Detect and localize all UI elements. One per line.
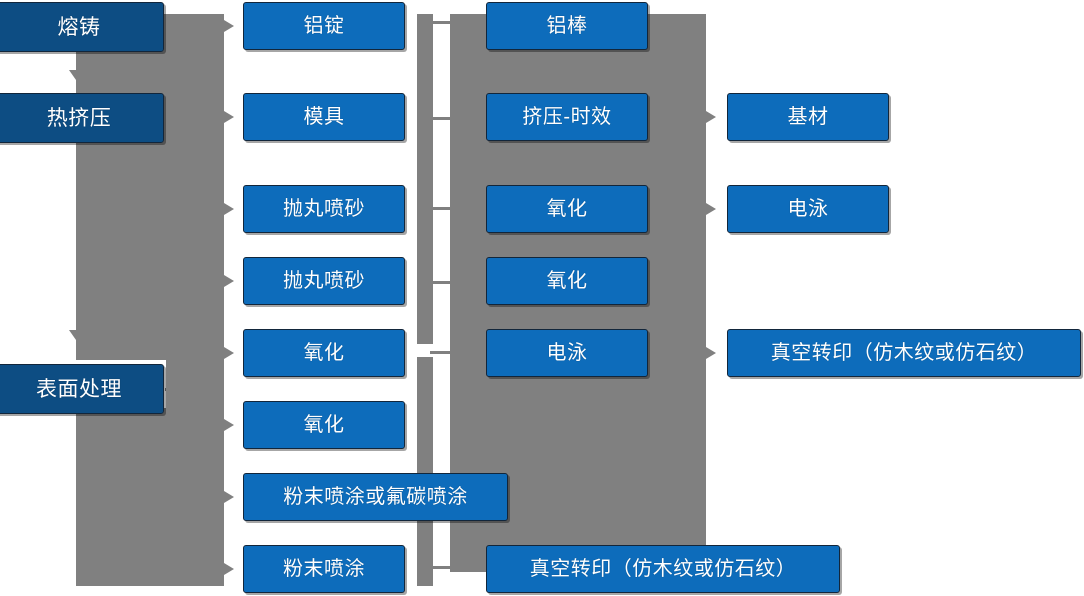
arrow-to-c2-3	[224, 203, 234, 215]
stage-box-hot-extrusion[interactable]: 热挤压	[0, 93, 164, 143]
process-label-c4-3: 真空转印（仿木纹或仿石纹）	[770, 342, 1038, 364]
process-label-c3-5: 电泳	[546, 342, 588, 364]
process-box-c4-3[interactable]: 真空转印（仿木纹或仿石纹）	[727, 329, 1081, 377]
connector-tick-6	[430, 566, 452, 569]
process-box-c2-8[interactable]: 粉末喷涂	[243, 545, 405, 593]
process-label-c3-2: 挤压-时效	[522, 106, 612, 128]
connector-rail-mid	[417, 14, 433, 344]
process-label-c2-5: 氧化	[303, 342, 345, 364]
process-label-c3-6: 真空转印（仿木纹或仿石纹）	[529, 558, 797, 580]
arrow-to-c2-4	[224, 275, 234, 287]
process-box-c2-6[interactable]: 氧化	[243, 401, 405, 449]
connector-stub-surface	[165, 388, 185, 391]
process-label-c4-2: 电泳	[787, 198, 829, 220]
arrow-to-c2-1	[224, 20, 234, 32]
arrow-to-c2-5	[224, 347, 234, 359]
process-box-c2-5[interactable]: 氧化	[243, 329, 405, 377]
process-box-c4-2[interactable]: 电泳	[727, 185, 889, 233]
process-box-c3-1[interactable]: 铝棒	[486, 2, 648, 50]
process-label-c2-1: 铝锭	[303, 15, 345, 37]
arrow-to-c2-2	[224, 111, 234, 123]
arrow-to-c4-3	[706, 347, 716, 359]
connector-tick-3	[430, 207, 452, 210]
connector-tick-5	[430, 351, 452, 354]
connector-tick-2	[430, 117, 452, 120]
process-label-c2-7: 粉末喷涂或氟碳喷涂	[283, 486, 468, 508]
process-label-c3-1: 铝棒	[546, 15, 588, 37]
arrow-to-c2-6	[224, 419, 234, 431]
arrow-to-c2-8	[224, 563, 234, 575]
connector-tick-1	[430, 21, 452, 24]
process-label-c3-4: 氧化	[546, 270, 588, 292]
stage-box-casting[interactable]: 熔铸	[0, 2, 164, 52]
process-label-c4-1: 基材	[787, 106, 829, 128]
connector-tick-4	[430, 281, 452, 284]
process-box-c3-5[interactable]: 电泳	[486, 329, 648, 377]
process-label-c2-3: 抛丸喷砂	[283, 198, 365, 220]
process-label-c2-6: 氧化	[303, 414, 345, 436]
connector-rail-mid-lower	[417, 357, 433, 586]
stage-label-hot-extrusion: 热挤压	[46, 106, 112, 130]
arrow-to-c2-7	[224, 491, 234, 503]
process-label-c2-8: 粉末喷涂	[283, 558, 365, 580]
process-label-c2-4: 抛丸喷砂	[283, 270, 365, 292]
stage-label-surface-treatment: 表面处理	[36, 377, 122, 401]
process-box-c3-4[interactable]: 氧化	[486, 257, 648, 305]
process-box-c2-1[interactable]: 铝锭	[243, 2, 405, 50]
process-label-c3-3: 氧化	[546, 198, 588, 220]
stage-box-surface-treatment[interactable]: 表面处理	[0, 364, 164, 414]
process-label-c2-2: 模具	[303, 106, 345, 128]
process-box-c2-4[interactable]: 抛丸喷砂	[243, 257, 405, 305]
process-box-c3-3[interactable]: 氧化	[486, 185, 648, 233]
process-box-c2-2[interactable]: 模具	[243, 93, 405, 141]
process-box-c4-1[interactable]: 基材	[727, 93, 889, 141]
arrow-to-c4-1	[706, 111, 716, 123]
arrow-down-casting-to-extrusion	[69, 70, 83, 80]
process-box-c2-3[interactable]: 抛丸喷砂	[243, 185, 405, 233]
process-box-c2-7[interactable]: 粉末喷涂或氟碳喷涂	[243, 473, 508, 521]
process-box-c3-2[interactable]: 挤压-时效	[486, 93, 648, 141]
arrow-to-c4-2	[706, 203, 716, 215]
stage-label-casting: 熔铸	[57, 15, 101, 39]
arrow-down-extrusion-to-surface	[69, 330, 83, 340]
process-box-c3-6[interactable]: 真空转印（仿木纹或仿石纹）	[486, 545, 840, 593]
